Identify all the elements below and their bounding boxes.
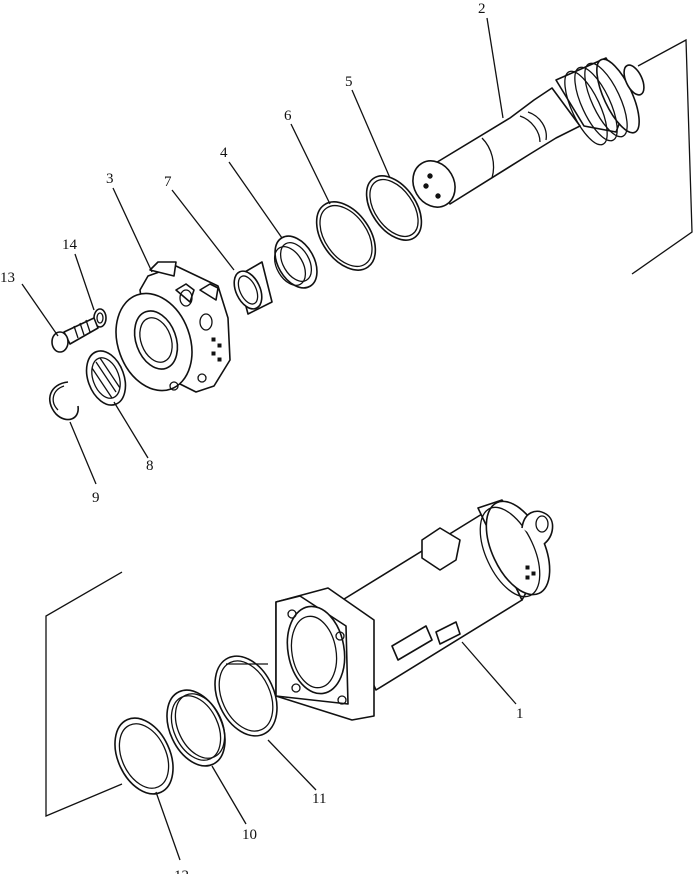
- wear-ring: [166, 689, 226, 767]
- callout-11: 11: [312, 791, 326, 807]
- callout-12: 12: [174, 868, 189, 874]
- bolt: [51, 317, 99, 353]
- seal-ring: [114, 717, 174, 795]
- callout-7: 7: [164, 174, 172, 190]
- piston-ring: [214, 655, 278, 737]
- rod-packing: [273, 235, 318, 289]
- callout-13: 13: [0, 270, 15, 286]
- callout-6: 6: [284, 108, 292, 124]
- washer: [93, 308, 107, 328]
- snap-ring: [48, 381, 79, 421]
- o-ring: [365, 175, 423, 241]
- callout-3: 3: [106, 171, 114, 187]
- callout-1: 1: [516, 706, 524, 722]
- backup-ring: [315, 201, 377, 271]
- piston-rod: [412, 57, 645, 208]
- callout-4: 4: [220, 145, 228, 161]
- upper-boundary-bracket: [631, 38, 693, 275]
- leader-lines: [21, 17, 517, 861]
- callout-5: 5: [345, 74, 353, 90]
- cylinder-head: [115, 261, 231, 393]
- callout-2: 2: [478, 1, 486, 17]
- bushing: [233, 261, 273, 315]
- callout-labels: 1 2 3 4 5 6 7 8 9 10 11 12 13 14: [0, 1, 524, 874]
- callout-8: 8: [146, 458, 154, 474]
- cylinder-tube: [275, 499, 554, 721]
- callout-9: 9: [92, 490, 100, 506]
- lower-boundary-bracket: [45, 571, 123, 817]
- callout-10: 10: [242, 827, 257, 843]
- callout-14: 14: [62, 237, 78, 253]
